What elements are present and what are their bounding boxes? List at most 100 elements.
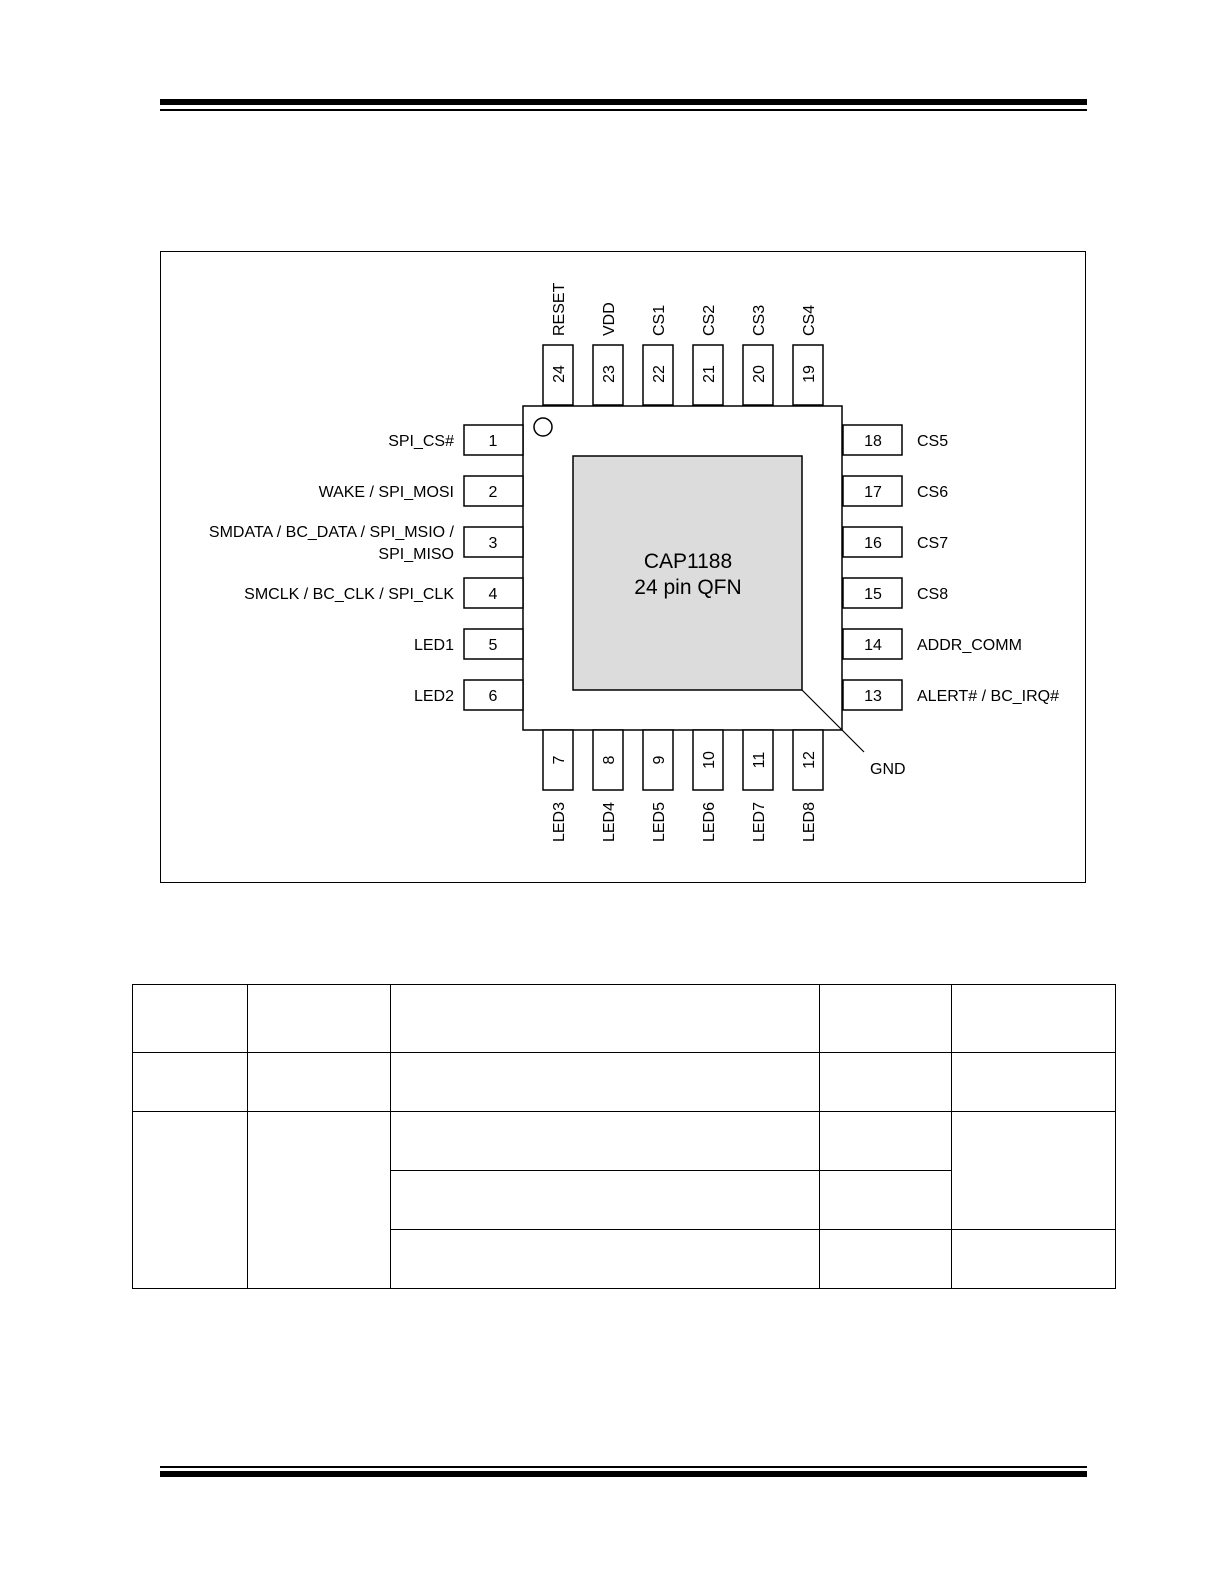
pin-label: CS6 [917,484,948,501]
footer-rule-thin [160,1466,1087,1468]
pin-pad [463,679,524,711]
table-row [132,1052,1116,1112]
pin-label: ADDR_COMM [917,637,1022,654]
table-cell [951,1111,1116,1230]
pin-number: 16 [864,535,882,552]
pin-number: 23 [601,365,618,383]
pin-label: SPI_CS# [388,433,454,450]
table-cell [390,1170,820,1230]
pin-pad [842,475,903,507]
table-cell [951,984,1116,1053]
pin-number: 15 [864,586,882,603]
table-row [132,1111,1116,1289]
pin-pad [792,344,824,406]
table-row [133,1229,1116,1289]
table-cell [132,984,248,1053]
pin-pad [742,344,774,406]
gnd-leader-line [801,689,865,753]
pin-number: 13 [864,688,882,705]
table-cell [132,1052,248,1112]
pin-label: ALERT# / BC_IRQ# [917,688,1059,705]
table-cell [819,1111,952,1171]
pin-label: CS2 [701,305,718,336]
pin-label: LED6 [701,802,718,842]
footer-rule-thick [160,1471,1087,1477]
pin-number: 3 [489,535,498,552]
pin-label: CS8 [917,586,948,603]
table-cell [247,1111,391,1289]
pin-pad [692,729,724,791]
pin-number: 11 [751,752,768,769]
pin-number: 18 [864,433,882,450]
pin-pad [463,577,524,609]
pin-label: LED7 [751,802,768,842]
pin-pad [463,628,524,660]
pin-pad [642,344,674,406]
table-cell [132,1111,248,1289]
pin-number: 24 [551,365,568,383]
pin-pad [842,424,903,456]
chip-body: CAP1188 24 pin QFN GND [522,405,906,778]
pin-number: 20 [751,365,768,383]
header-rule-thin [160,109,1087,111]
table-cell [390,1111,820,1171]
pin-number: 21 [701,365,718,383]
pin-pad [542,344,574,406]
pin-label: VDD [601,302,618,336]
pin-pad [592,344,624,406]
pin-number: 12 [801,751,818,769]
pin-label: CS5 [917,433,948,450]
pin-number: 6 [489,688,498,705]
pin-label: LED4 [601,802,618,842]
pin-number: 8 [601,755,618,764]
pin-pad [842,679,903,711]
pin-pad [692,344,724,406]
chip-package: 24 pin QFN [634,576,741,599]
exposed-pad [572,455,803,691]
pin-label: CS4 [801,305,818,336]
gnd-label: GND [870,761,906,778]
table-header-row [132,984,1116,1053]
pin-pad [592,729,624,791]
pin-number: 7 [551,755,568,764]
pin-pad [542,729,574,791]
pin-number: 10 [701,751,718,769]
pin-pad [742,729,774,791]
table-cell [819,1229,952,1289]
pin-label: SPI_MISO [378,546,454,563]
pin-number: 17 [864,484,882,501]
pin-pad [842,577,903,609]
table-cell [247,1052,391,1112]
pin-label: LED8 [801,802,818,842]
table-cell [819,984,952,1053]
pin-label: LED5 [651,802,668,842]
pin-pad [463,475,524,507]
pin-label: WAKE / SPI_MOSI [319,484,454,501]
pin-label: LED1 [414,637,454,654]
pin-pad [463,424,524,456]
pin-number: 2 [489,484,498,501]
pin-label: RESET [551,282,568,336]
pin-label: CS1 [651,305,668,336]
header-rule-thick [160,99,1087,105]
table-cell [951,1052,1116,1112]
pin-label: CS7 [917,535,948,552]
pin-pad [792,729,824,791]
table-cell [390,1052,820,1112]
pin-label: SMCLK / BC_CLK / SPI_CLK [244,586,454,603]
pin-pad [842,628,903,660]
table-cell [247,984,391,1053]
table-cell [951,1229,1116,1289]
table-cell [819,1170,952,1230]
pin-number: 4 [489,586,498,603]
pin-label: LED2 [414,688,454,705]
table-cell [390,984,820,1053]
pin-number: 1 [489,433,498,450]
pin-number: 9 [651,755,668,764]
